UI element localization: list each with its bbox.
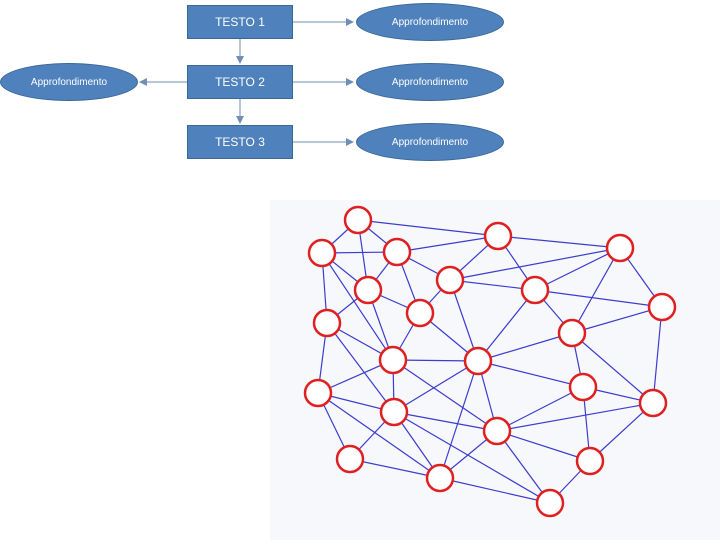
flowchart-arrows <box>139 18 354 146</box>
details-oval-3: Approfondimento <box>356 123 504 161</box>
network-node <box>483 221 513 251</box>
network-node <box>405 298 435 328</box>
network-node <box>343 205 373 235</box>
network-edge <box>571 306 663 334</box>
testo-1-label: TESTO 1 <box>215 15 265 29</box>
flowchart: TESTO 1 TESTO 2 TESTO 3 Approfondimento … <box>0 0 720 180</box>
network-edge <box>534 289 663 308</box>
network-node <box>425 463 455 493</box>
network-node <box>605 233 635 263</box>
network-edge <box>393 411 551 504</box>
network-node <box>638 388 668 418</box>
network-edge <box>496 430 591 462</box>
details-oval-1-label: Approfondimento <box>391 16 469 28</box>
details-oval-2-label: Approfondimento <box>391 76 469 88</box>
network-edge <box>496 402 654 432</box>
testo-1-box: TESTO 1 <box>187 5 293 39</box>
network-edge <box>439 360 479 479</box>
network-edge <box>477 332 573 362</box>
network-node <box>575 446 605 476</box>
network-edge <box>321 252 394 361</box>
details-oval-2: Approfondimento <box>356 63 504 101</box>
network-node <box>535 488 565 518</box>
network-edge <box>571 332 654 404</box>
network-node <box>520 275 550 305</box>
testo-2-label: TESTO 2 <box>215 75 265 89</box>
testo-3-box: TESTO 3 <box>187 125 293 159</box>
network-node <box>435 265 465 295</box>
network-edge <box>496 386 584 432</box>
network-edge <box>439 477 551 504</box>
network-edge <box>571 247 621 334</box>
network-node <box>312 308 342 338</box>
network-edge <box>357 219 499 237</box>
testo-3-label: TESTO 3 <box>215 135 265 149</box>
details-oval-1: Approfondimento <box>356 3 504 41</box>
network-node <box>382 237 412 267</box>
network-edge <box>589 402 654 462</box>
network-edge <box>477 360 584 388</box>
network-node <box>557 318 587 348</box>
details-oval-3-label: Approfondimento <box>391 136 469 148</box>
network-node <box>335 444 365 474</box>
network-node <box>568 372 598 402</box>
network-edge <box>449 279 479 362</box>
network-edge <box>396 235 499 253</box>
network-edge <box>449 279 536 291</box>
network-node <box>379 397 409 427</box>
network-node <box>307 238 337 268</box>
network-node <box>482 416 512 446</box>
network-edge <box>393 411 498 432</box>
network-edge <box>393 360 479 413</box>
details-oval-left: Approfondimento <box>0 63 138 101</box>
network-edge <box>534 247 621 291</box>
network-node <box>378 345 408 375</box>
network-edge <box>392 359 498 432</box>
network-edge <box>477 289 536 362</box>
network-node <box>353 275 383 305</box>
network-node <box>463 346 493 376</box>
testo-2-box: TESTO 2 <box>187 65 293 99</box>
network-node <box>647 292 677 322</box>
details-oval-left-label: Approfondimento <box>30 76 108 88</box>
network-edge <box>497 235 621 249</box>
network-edge <box>652 306 663 404</box>
network-graph <box>303 205 677 518</box>
network-edge <box>496 430 551 504</box>
network-edge <box>349 458 441 479</box>
network-edge <box>449 247 621 281</box>
network-edge <box>326 322 395 413</box>
network-edge <box>317 392 441 479</box>
network-node <box>303 378 333 408</box>
network-graph-panel <box>270 200 720 540</box>
